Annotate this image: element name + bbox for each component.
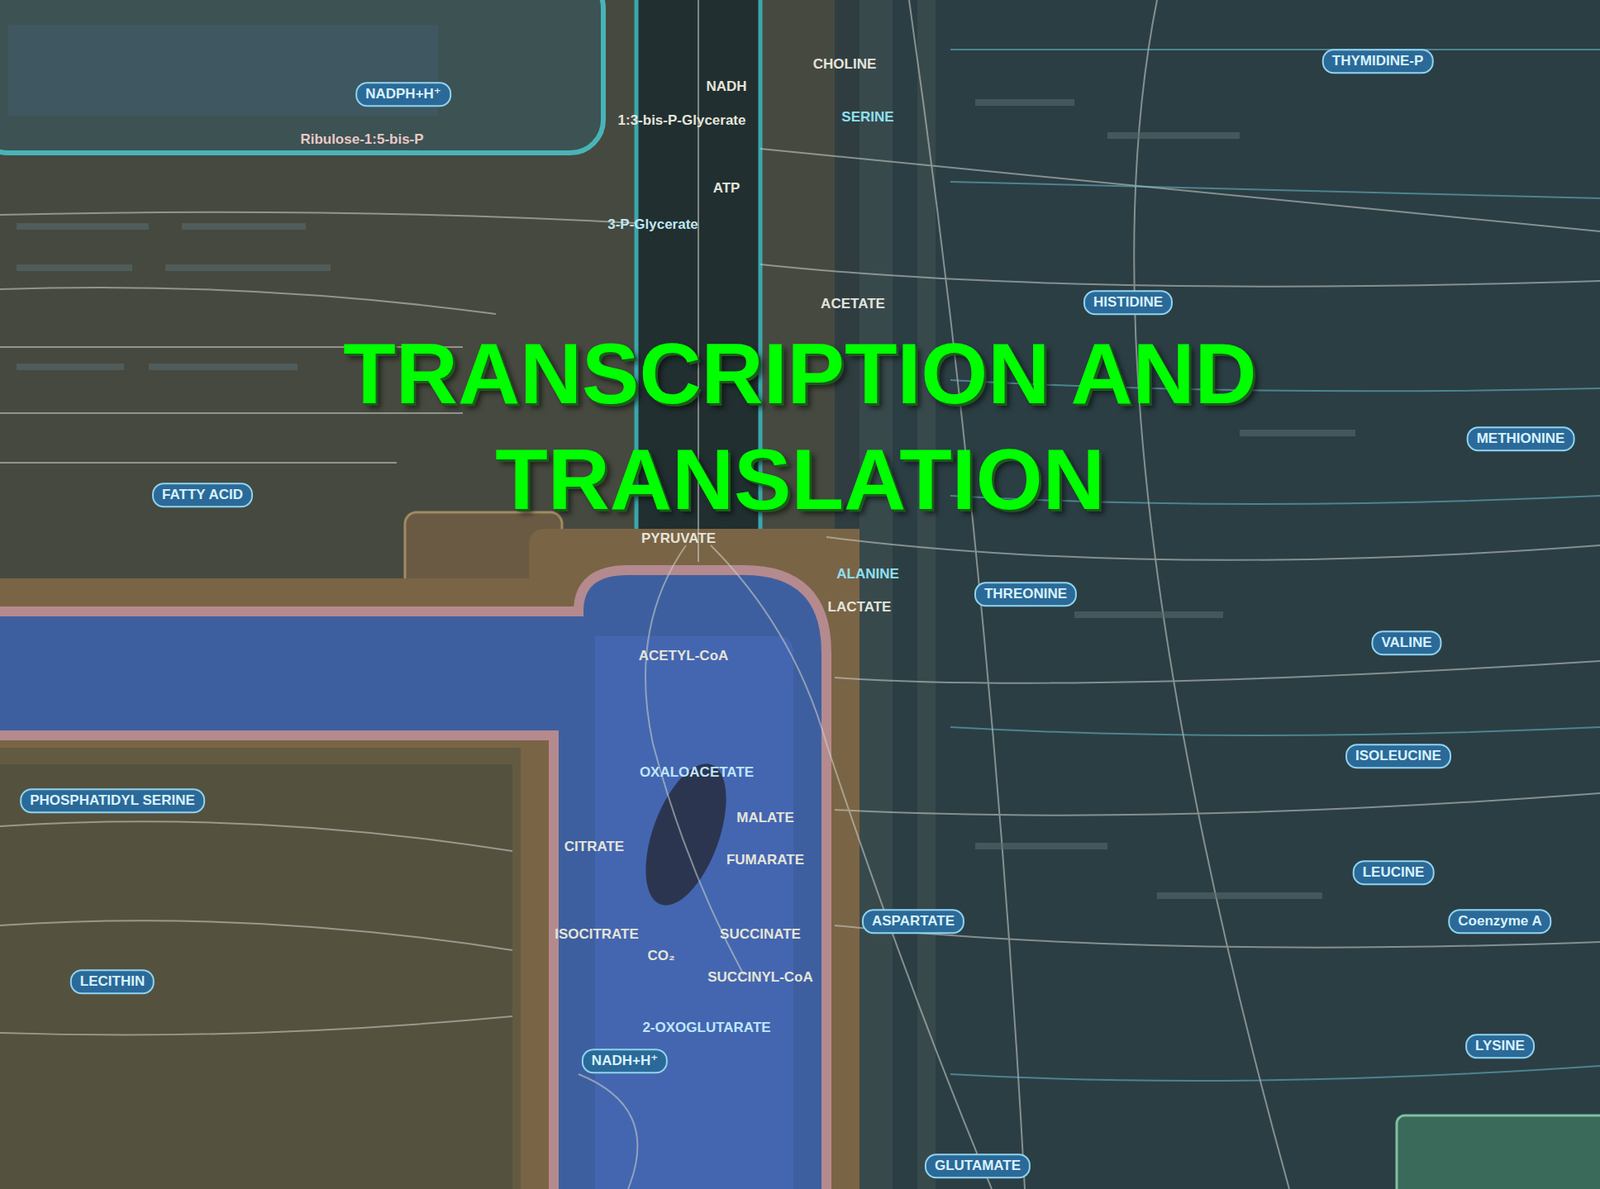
pathway-label: Coenzyme A [1447, 909, 1552, 934]
pathway-label: PHOSPHATIDYL SERINE [19, 788, 205, 814]
pathway-label: LACTATE [828, 599, 892, 616]
pathway-label: ACETATE [820, 295, 886, 313]
pathway-label: LECITHIN [70, 969, 155, 995]
pathway-label: ISOLEUCINE [1345, 743, 1452, 769]
pathway-label: NADH+H⁺ [581, 1048, 668, 1074]
pathway-label: METHIONINE [1466, 426, 1576, 452]
pathway-label: THREONINE [974, 581, 1077, 607]
pathway-label: VALINE [1371, 630, 1442, 656]
pathway-label: ISOCITRATE [554, 926, 639, 943]
pathway-label: ALANINE [836, 566, 900, 583]
pathway-label: GLUTAMATE [924, 1153, 1031, 1179]
pathway-label: CITRATE [564, 838, 624, 856]
pathway-label: PYRUVATE [641, 530, 716, 548]
pathway-label: ATP [713, 180, 741, 197]
pathway-label: SUCCINYL-CoA [707, 969, 814, 986]
pathway-label: SERINE [841, 109, 894, 126]
pathway-label: THYMIDINE-P [1322, 48, 1434, 74]
pathway-label: NADH [705, 78, 747, 96]
pathway-label: MALATE [736, 809, 795, 827]
pathway-label: Ribulose-1:5-bis-P [300, 131, 424, 148]
pathway-label: FUMARATE [726, 852, 805, 869]
pathway-label: CO₂ [647, 947, 675, 965]
slide-title: TRANSCRIPTION AND TRANSLATION [221, 320, 1379, 533]
pathway-label: OXALOACETATE [639, 764, 754, 781]
pathway-label: LYSINE [1465, 1033, 1535, 1059]
pathway-label: LEUCINE [1352, 860, 1435, 886]
pathway-label: 2-OXOGLUTARATE [642, 1019, 771, 1037]
pathway-label: NADPH+H⁺ [355, 81, 452, 107]
pathway-label: CHOLINE [813, 56, 877, 73]
pathway-label: SUCCINATE [719, 926, 801, 943]
pathway-label: ACETYL-CoA [638, 647, 729, 665]
pathway-label: FATTY ACID [152, 482, 253, 508]
pathway-label: 1:3-bis-P-Glycerate [618, 112, 747, 129]
pathway-label: HISTIDINE [1083, 290, 1173, 315]
pathway-label: ASPARTATE [861, 909, 965, 934]
pathway-label: 3-P-Glycerate [607, 216, 699, 234]
